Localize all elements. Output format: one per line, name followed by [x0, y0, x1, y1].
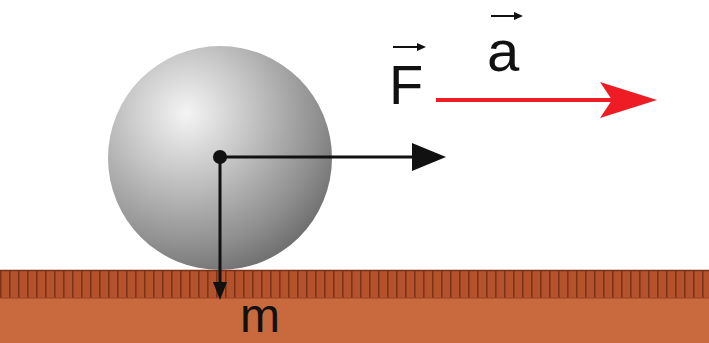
ground-base: [0, 298, 709, 343]
arrowhead: [412, 143, 446, 171]
vector-mark: [393, 46, 421, 48]
ground-edge: [0, 298, 709, 299]
mass-symbol: m: [240, 292, 280, 340]
arrowhead: [213, 282, 227, 300]
weight-arrow: [219, 157, 222, 286]
vector-mark: [491, 15, 518, 17]
force-arrow: [220, 156, 420, 159]
force-symbol: F: [389, 57, 423, 113]
ground-edge: [0, 270, 709, 272]
arrowhead: [600, 82, 657, 118]
ground-surface: [0, 270, 709, 298]
arrowhead: [417, 43, 426, 51]
acceleration-arrow: [436, 98, 612, 102]
arrowhead: [514, 12, 523, 20]
acceleration-symbol: a: [487, 22, 519, 80]
